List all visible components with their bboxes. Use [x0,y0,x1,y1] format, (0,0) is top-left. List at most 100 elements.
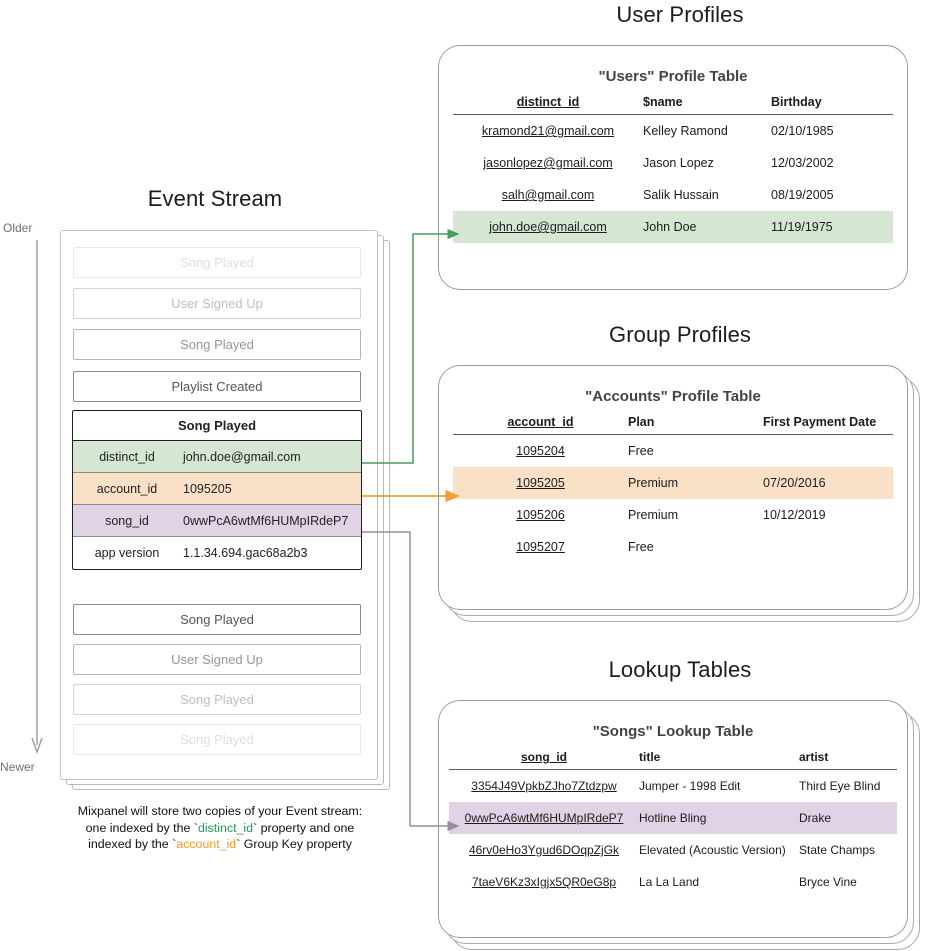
songs-lookup-table: song_id title artist 3354J49VpkbZJho7Ztd… [449,744,897,898]
cell-song-id: 7taeV6Kz3xIgjx5QR0eG8p [471,875,617,889]
cell-artist: Third Eye Blind [799,779,881,793]
event-row[interactable]: Playlist Created [73,371,361,402]
caption-token-account-id: account_id [176,837,237,851]
cell-artist: State Champs [799,843,876,857]
property-value: 1.1.34.694.gac68a2b3 [183,546,308,560]
cell-title: La La Land [639,875,700,889]
songs-lookup-table-card: "Songs" Lookup Table song_id title artis… [438,700,908,938]
caption-line-2-suffix: ` property and one [253,820,355,835]
timeline-arrow-icon [31,240,43,755]
timeline-label-newer: Newer [0,760,35,774]
table-row[interactable]: 1095207 Free [453,531,893,563]
cell-first-payment-date [763,435,893,468]
cell-plan: Premium [628,508,679,522]
cell-distinct-id: salh@gmail.com [501,188,595,202]
caption-token-distinct-id: distinct_id [197,820,254,835]
event-label: Song Played [180,255,254,270]
cell-account-id: 1095207 [516,540,565,554]
caption-line-2-prefix: one indexed by the ` [85,820,198,835]
table-row-highlighted[interactable]: 1095205 Premium 07/20/2016 [453,467,893,499]
event-property-row-song-id[interactable]: song_id 0wwPcA6wtMf6HUMpIRdeP7 [73,505,361,537]
column-header-name: $name [643,89,771,115]
column-header-plan: Plan [628,409,763,435]
table-row[interactable]: 3354J49VpkbZJho7Ztdzpw Jumper - 1998 Edi… [449,770,897,803]
users-profile-table: distinct_id $name Birthday kramond21@gma… [453,89,893,243]
cell-account-id: 1095204 [516,444,565,458]
users-profile-table-card: "Users" Profile Table distinct_id $name … [438,45,908,290]
column-header-birthday: Birthday [771,89,893,115]
property-value: 1095205 [183,481,232,496]
column-header-song-id: song_id [449,744,639,770]
table-header-row: distinct_id $name Birthday [453,89,893,115]
property-key: app version [94,546,160,560]
section-title-lookup-tables: Lookup Tables [608,657,752,682]
event-label: Song Played [180,692,254,707]
event-property-row-app-version[interactable]: app version 1.1.34.694.gac68a2b3 [73,537,361,569]
section-title-event-stream: Event Stream [147,186,283,211]
selected-event-card[interactable]: Song Played distinct_id john.doe@gmail.c… [72,410,362,570]
cell-account-id: 1095205 [453,467,628,499]
cell-name: John Doe [643,211,771,243]
event-row[interactable]: Song Played [73,724,361,755]
cell-plan: Free [628,444,654,458]
event-row[interactable]: Song Played [73,604,361,635]
table-row[interactable]: 7taeV6Kz3xIgjx5QR0eG8p La La Land Bryce … [449,866,897,898]
cell-plan: Premium [628,467,763,499]
event-label: User Signed Up [171,296,263,311]
diagram-caption: Mixpanel will store two copies of your E… [50,803,390,853]
table-row[interactable]: salh@gmail.com Salik Hussain 08/19/2005 [453,179,893,211]
event-row[interactable]: User Signed Up [73,288,361,319]
cell-birthday: 08/19/2005 [771,188,834,202]
cell-name: Salik Hussain [643,188,719,202]
table-row-highlighted[interactable]: 0wwPcA6wtMf6HUMpIRdeP7 Hotline Bling Dra… [449,802,897,834]
table-row[interactable]: kramond21@gmail.com Kelley Ramond 02/10/… [453,115,893,148]
table-row[interactable]: 1095204 Free [453,435,893,468]
section-title-user-profiles: User Profiles [616,2,744,27]
event-row[interactable]: Song Played [73,247,361,278]
event-label: Song Played [180,337,254,352]
cell-first-payment-date [763,531,893,563]
property-value: john.doe@gmail.com [183,449,301,464]
event-row[interactable]: Song Played [73,684,361,715]
event-label: Song Played [180,732,254,747]
table-row[interactable]: jasonlopez@gmail.com Jason Lopez 12/03/2… [453,147,893,179]
section-title-group-profiles: Group Profiles [608,322,751,347]
caption-line-3-prefix: indexed by the ` [88,837,177,851]
property-key: distinct_id [99,449,155,464]
event-property-row-distinct-id[interactable]: distinct_id john.doe@gmail.com [73,441,361,473]
cell-distinct-id: jasonlopez@gmail.com [483,156,613,170]
event-row[interactable]: User Signed Up [73,644,361,675]
cell-birthday: 11/19/1975 [771,211,893,243]
table-row-highlighted[interactable]: john.doe@gmail.com John Doe 11/19/1975 [453,211,893,243]
event-property-row-account-id[interactable]: account_id 1095205 [73,473,361,505]
table-row[interactable]: 1095206 Premium 10/12/2019 [453,499,893,531]
column-header-first-payment-date: First Payment Date [763,409,893,435]
selected-event-name: Song Played [73,411,361,441]
cell-birthday: 12/03/2002 [771,156,834,170]
column-header-distinct-id: distinct_id [453,89,643,115]
table-header-row: account_id Plan First Payment Date [453,409,893,435]
event-row[interactable]: Song Played [73,329,361,360]
cell-first-payment-date: 10/12/2019 [763,508,826,522]
table-header-row: song_id title artist [449,744,897,770]
cell-artist: Bryce Vine [799,875,857,889]
accounts-table-title: "Accounts" Profile Table [585,388,761,405]
column-header-title: title [639,744,799,770]
event-label: User Signed Up [171,652,263,667]
table-row[interactable]: 46rv0eHo3Ygud6DOqpZjGk Elevated (Acousti… [449,834,897,866]
songs-table-title: "Songs" Lookup Table [592,723,754,740]
property-key: song_id [105,513,149,528]
cell-song-id: 3354J49VpkbZJho7Ztdzpw [471,779,617,793]
cell-title: Jumper - 1998 Edit [639,779,741,793]
cell-birthday: 02/10/1985 [771,124,834,138]
column-header-account-id: account_id [453,409,628,435]
users-table-title: "Users" Profile Table [598,68,748,85]
event-label: Playlist Created [171,379,263,394]
cell-name: Jason Lopez [643,156,714,170]
cell-name: Kelley Ramond [643,124,728,138]
cell-title: Hotline Bling [639,802,799,834]
cell-plan: Free [628,540,654,554]
property-key: account_id [96,481,158,496]
cell-song-id: 46rv0eHo3Ygud6DOqpZjGk [468,843,620,857]
